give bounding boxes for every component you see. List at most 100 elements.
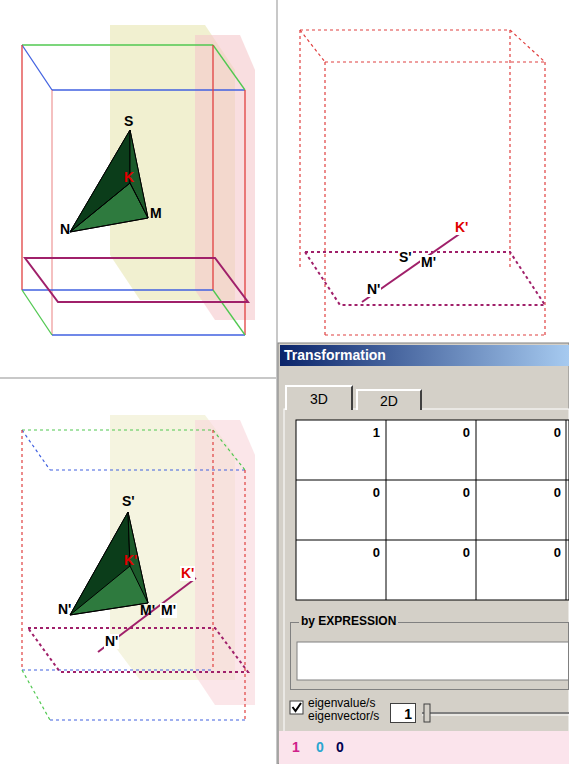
projected-box <box>510 30 545 62</box>
matrix-cell: 0 <box>554 485 561 500</box>
point-label: S' <box>122 494 135 509</box>
bounding-box <box>22 289 213 290</box>
dashed-box <box>22 430 248 720</box>
matrix-cell: 0 <box>554 545 561 560</box>
bounding-box <box>22 45 52 90</box>
planes <box>195 420 255 705</box>
tab-button-text: 2D <box>380 393 398 409</box>
bounding-box <box>22 45 248 335</box>
matrix-grid <box>296 420 569 600</box>
dashed-box <box>22 669 213 670</box>
pyramid <box>70 130 130 232</box>
status-band <box>279 731 569 764</box>
dashed-box <box>213 430 245 470</box>
dialog-window-text: Transformation <box>278 343 386 363</box>
expression-field <box>297 642 569 680</box>
matrix-grid <box>296 540 569 541</box>
projected-box <box>299 30 300 270</box>
point-label: N' <box>104 634 119 649</box>
point-label: S <box>124 114 133 129</box>
projected-box <box>544 62 545 335</box>
matrix-cell: 0 <box>463 485 470 500</box>
dialog-frame <box>278 343 569 764</box>
projected-box <box>300 30 325 62</box>
planes <box>195 35 255 320</box>
value-input-text: 1 <box>404 706 412 722</box>
matrix-cell: 0 <box>463 545 470 560</box>
matrix-cell: 0 <box>463 425 470 440</box>
pyramid <box>70 183 130 232</box>
pyramid <box>70 512 130 615</box>
point-label: K' <box>180 566 195 581</box>
planes <box>110 415 255 705</box>
projected-box <box>324 62 325 335</box>
dashed-box <box>28 628 248 672</box>
bounding-box <box>212 45 213 290</box>
point-label: M <box>150 206 162 221</box>
tab-button-text: 3D <box>310 391 328 407</box>
projected-box <box>300 30 545 335</box>
pyramid <box>70 603 148 615</box>
pyramid <box>70 512 148 615</box>
pyramid <box>70 130 148 232</box>
point-label: K' <box>454 220 469 235</box>
dashed-box <box>21 430 22 670</box>
dashed-box <box>50 469 245 470</box>
projected-box <box>325 61 545 62</box>
bounding-box <box>51 90 52 335</box>
projected-box <box>325 334 545 335</box>
point-label: M' <box>420 255 437 270</box>
checkbox <box>290 701 303 714</box>
slider <box>422 715 569 716</box>
bounding-box <box>21 45 22 290</box>
point-label: S' <box>398 250 413 265</box>
slider <box>422 704 569 722</box>
matrix-grid <box>296 420 569 600</box>
dialog-frame <box>284 409 569 764</box>
projected-box <box>305 252 545 305</box>
bounding-box <box>52 334 245 335</box>
value-input: 1 <box>390 703 416 723</box>
dashed-box <box>22 670 50 720</box>
pyramid <box>70 130 148 232</box>
pyramid <box>70 218 148 232</box>
status-band <box>279 731 569 764</box>
dashed-box <box>50 719 245 720</box>
bounding-box <box>22 290 52 335</box>
projected-segment <box>362 228 468 302</box>
checkbox-label: eigenvalue/s eigenvector/s <box>308 697 388 723</box>
checkbox <box>293 703 302 711</box>
eigen-value: 0 <box>316 740 324 755</box>
tab-button: 3D <box>285 385 353 410</box>
projected-segment <box>362 228 468 302</box>
projected-box <box>509 30 510 270</box>
matrix-cell: 0 <box>554 425 561 440</box>
bounding-box <box>52 89 245 90</box>
matrix-cell: 0 <box>373 545 380 560</box>
matrix-grid <box>296 480 569 481</box>
dialog-frame <box>278 343 569 764</box>
bounding-box <box>213 45 245 90</box>
bounding-box <box>213 290 245 335</box>
pyramid <box>70 512 148 615</box>
matrix-cell: 0 <box>373 485 380 500</box>
projected-box <box>300 29 510 30</box>
dashed-box <box>22 429 213 430</box>
point-label: K' <box>124 553 137 568</box>
point-label: N <box>60 222 70 237</box>
pyramid <box>130 183 148 218</box>
bounding-box <box>25 258 248 302</box>
dashed-box <box>22 430 50 470</box>
expression-field <box>297 642 569 680</box>
slider <box>422 712 569 714</box>
eigen-value: 1 <box>292 740 300 755</box>
matrix-grid <box>386 420 387 600</box>
checkbox <box>290 701 303 714</box>
slider <box>424 704 430 722</box>
group-box: by EXPRESSION <box>290 622 569 690</box>
eigen-value: 0 <box>336 740 344 755</box>
